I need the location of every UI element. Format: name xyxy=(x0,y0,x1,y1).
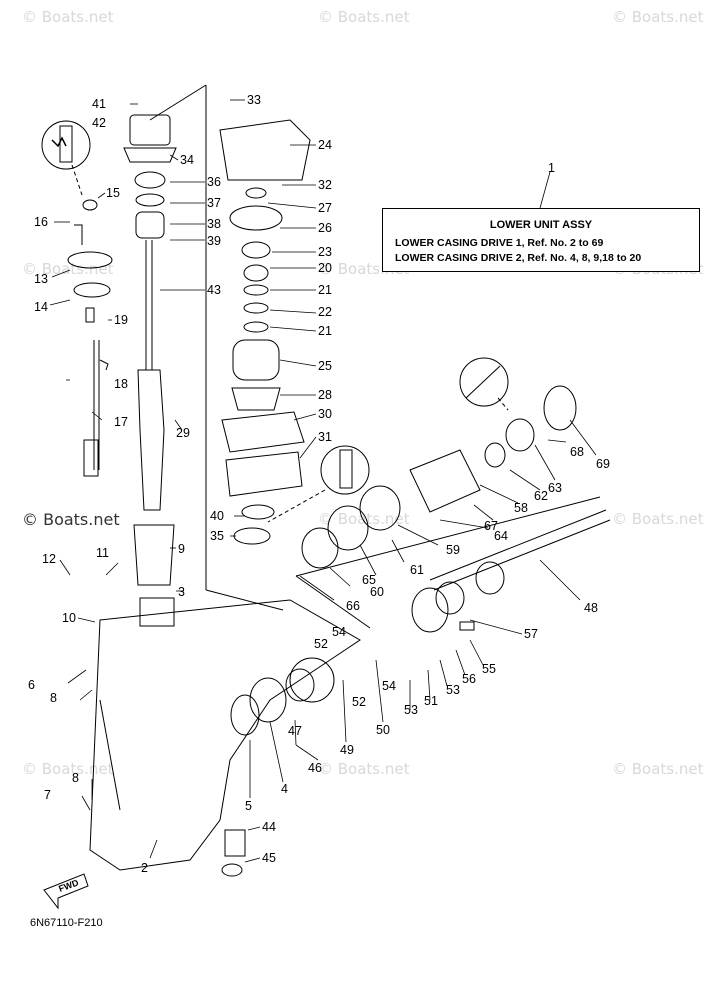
callout-7: 7 xyxy=(44,788,51,802)
figure-code: 6N67110-F210 xyxy=(30,917,103,929)
callout-69: 69 xyxy=(596,457,610,471)
callout-19: 19 xyxy=(114,313,128,327)
callout-28: 28 xyxy=(318,388,332,402)
callout-59: 59 xyxy=(446,543,460,557)
callout-55: 55 xyxy=(482,662,496,676)
callout-52b: 52 xyxy=(352,695,366,709)
callout-68: 68 xyxy=(570,445,584,459)
callout-64: 64 xyxy=(494,529,508,543)
boats-net-watermark: © Boats.net xyxy=(22,510,120,529)
callout-47: 47 xyxy=(288,724,302,738)
leader-lines xyxy=(49,99,597,863)
oil-symbol-icon xyxy=(459,357,509,411)
callout-67: 67 xyxy=(484,519,498,533)
callout-44: 44 xyxy=(262,820,276,834)
watermark: © Boats.net xyxy=(318,8,410,26)
callout-52a: 52 xyxy=(314,637,328,651)
callout-3: 3 xyxy=(178,585,185,599)
callout-54b: 54 xyxy=(382,679,396,693)
callout-11: 11 xyxy=(96,546,109,560)
title-row-drive-1: LOWER CASING DRIVE 1, Ref. No. 2 to 69 xyxy=(395,237,604,249)
callout-22: 22 xyxy=(318,305,332,319)
callout-45: 45 xyxy=(262,851,276,865)
callout-4: 4 xyxy=(281,782,288,796)
callout-8b: 8 xyxy=(72,771,79,785)
callout-23: 23 xyxy=(318,245,332,259)
callout-24: 24 xyxy=(318,138,332,152)
callout-50: 50 xyxy=(376,723,390,737)
callout-46: 46 xyxy=(308,761,322,775)
watermark: © Boats.net xyxy=(22,260,114,278)
callout-14: 14 xyxy=(34,300,48,314)
callout-5: 5 xyxy=(245,799,252,813)
callout-61: 61 xyxy=(410,563,424,577)
callout-31: 31 xyxy=(318,430,332,444)
callout-49: 49 xyxy=(340,743,354,757)
callout-63: 63 xyxy=(548,481,562,495)
callout-18: 18 xyxy=(114,377,128,391)
callout-27: 27 xyxy=(318,201,332,215)
callout-41: 41 xyxy=(92,97,106,111)
callout-65: 65 xyxy=(362,573,376,587)
callout-9: 9 xyxy=(178,542,185,556)
callout-60: 60 xyxy=(370,585,384,599)
callout-25: 25 xyxy=(318,359,332,373)
callout-26: 26 xyxy=(318,221,332,235)
callout-10: 10 xyxy=(62,611,76,625)
grease-symbol-icon xyxy=(41,120,91,196)
callout-42: 42 xyxy=(92,116,106,130)
callout-48: 48 xyxy=(584,601,598,615)
callout-30: 30 xyxy=(318,407,332,421)
grease-symbol-icon xyxy=(267,445,370,523)
callout-66: 66 xyxy=(346,599,360,613)
title-row-drive-2: LOWER CASING DRIVE 2, Ref. No. 4, 8, 9,1… xyxy=(395,252,642,264)
callout-16: 16 xyxy=(34,215,48,229)
callout-56: 56 xyxy=(462,672,476,686)
callout-53b: 53 xyxy=(404,703,418,717)
callout-6: 6 xyxy=(28,678,35,692)
callout-40: 40 xyxy=(210,509,224,523)
callout-20: 20 xyxy=(318,261,332,275)
callout-38: 38 xyxy=(207,217,221,231)
watermark: © Boats.net xyxy=(22,760,114,778)
callout-36: 36 xyxy=(207,175,221,189)
watermark: © Boats.net xyxy=(612,8,704,26)
callout-53a: 53 xyxy=(446,683,460,697)
callout-54a: 54 xyxy=(332,625,346,639)
watermark: © Boats.net xyxy=(318,760,410,778)
callout-43: 43 xyxy=(207,283,221,297)
callout-8a: 8 xyxy=(50,691,57,705)
callout-21a: 21 xyxy=(318,283,332,297)
part-drawings xyxy=(41,84,611,910)
watermarks: © Boats.net © Boats.net © Boats.net © Bo… xyxy=(22,8,704,778)
title-heading: LOWER UNIT ASSY xyxy=(489,219,593,231)
callout-62: 62 xyxy=(534,489,548,503)
callout-17: 17 xyxy=(114,415,128,429)
callout-37: 37 xyxy=(207,196,221,210)
callout-58: 58 xyxy=(514,501,528,515)
watermark: © Boats.net xyxy=(22,8,114,26)
callout-29: 29 xyxy=(176,426,190,440)
callout-39: 39 xyxy=(207,234,221,248)
callout-33: 33 xyxy=(247,93,261,107)
callout-51: 51 xyxy=(424,694,438,708)
callout-21b: 21 xyxy=(318,324,332,338)
callout-57: 57 xyxy=(524,627,538,641)
callout-2: 2 xyxy=(141,861,148,875)
callout-labels: 1 2 3 4 5 6 7 8 8 9 10 11 12 13 14 15 16… xyxy=(28,93,610,875)
watermark: © Boats.net xyxy=(318,510,410,528)
watermark: © Boats.net xyxy=(612,760,704,778)
callout-34: 34 xyxy=(180,153,194,167)
callout-15: 15 xyxy=(106,186,120,200)
callout-1: 1 xyxy=(548,161,555,175)
callout-35: 35 xyxy=(210,529,224,543)
watermark: © Boats.net xyxy=(612,510,704,528)
lower-unit-assy-title-box: LOWER UNIT ASSY LOWER CASING DRIVE 1, Re… xyxy=(382,208,700,272)
callout-13: 13 xyxy=(34,272,48,286)
callout-32: 32 xyxy=(318,178,332,192)
callout-12: 12 xyxy=(42,552,56,566)
fwd-arrow-icon xyxy=(43,873,89,910)
